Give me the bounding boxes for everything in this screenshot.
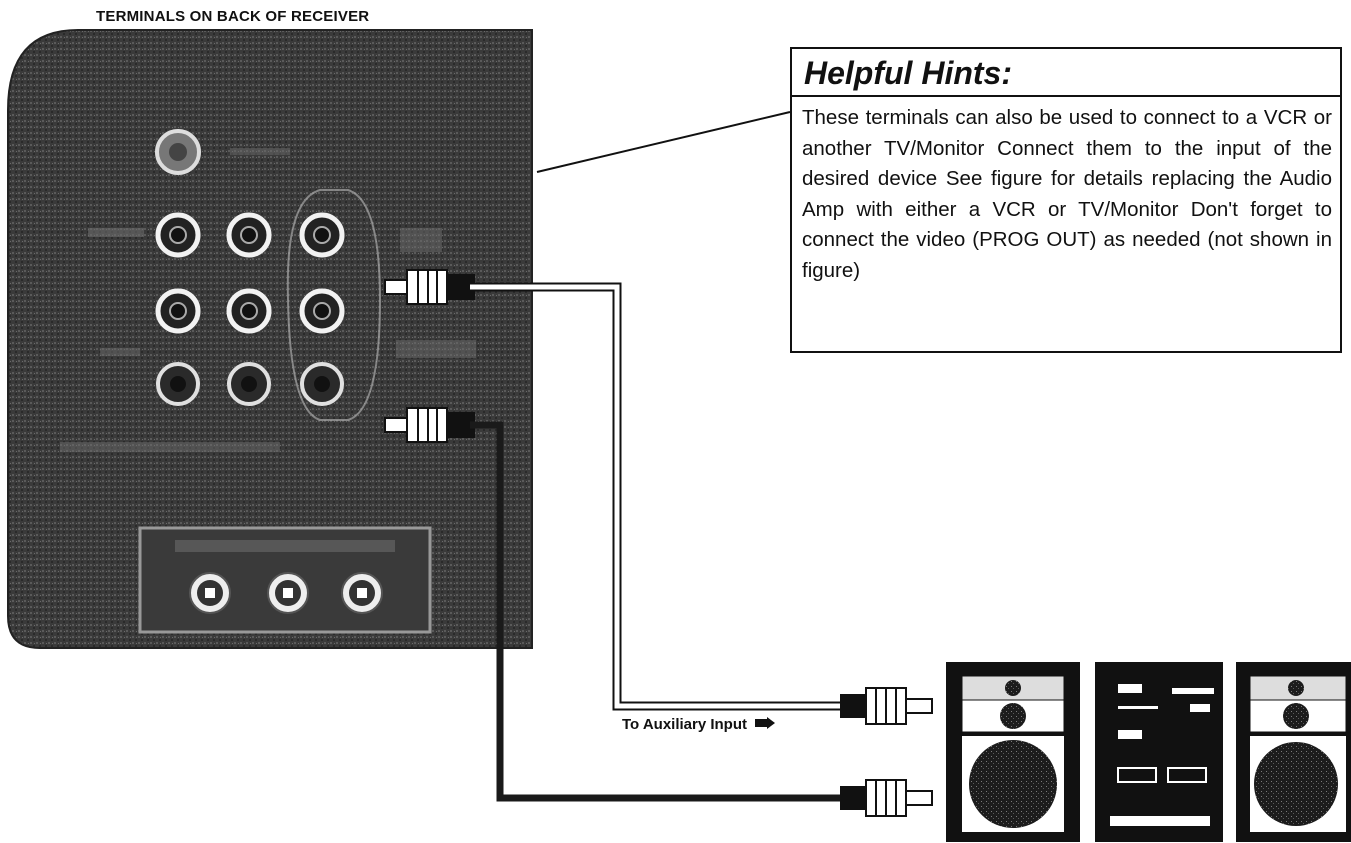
helpful-hints-box: Helpful Hints: These terminals can also … [790, 47, 1342, 353]
lower-rca-plug [384, 407, 475, 443]
rca-jack [155, 212, 201, 258]
speaker-right [1236, 662, 1351, 842]
amp-rca-plug-top [840, 687, 933, 725]
panel-title: TERMINALS ON BACK OF RECEIVER [96, 8, 370, 25]
rca-jack [227, 362, 271, 406]
antenna-jack [341, 572, 383, 614]
callout-line [536, 111, 791, 173]
helpful-hints-title: Helpful Hints: [792, 49, 1340, 97]
antenna-terminal-box [138, 526, 432, 634]
auxiliary-input-text: To Auxiliary Input [622, 716, 748, 733]
rca-jack [299, 212, 345, 258]
helpful-hints-body: These terminals can also be used to conn… [802, 106, 1332, 282]
receiver-back-panel [7, 29, 533, 649]
rca-jack [155, 288, 201, 334]
upper-rca-plug [384, 269, 475, 305]
rca-jack-grid [155, 212, 345, 406]
rca-jack [156, 362, 200, 406]
antenna-jack [189, 572, 231, 614]
auxiliary-input-label: To Auxiliary Input [622, 716, 776, 733]
audio-amplifier [1095, 662, 1223, 842]
rca-jack-audio-out-left [300, 362, 344, 406]
rca-jack [226, 212, 272, 258]
audio-cable-left [470, 421, 846, 802]
audio-cable-right [470, 284, 846, 709]
antenna-jack [267, 572, 309, 614]
speaker-left [946, 662, 1080, 842]
amp-rca-plug-bottom [840, 779, 933, 817]
rca-jack [226, 288, 272, 334]
s-video-jack [155, 129, 201, 175]
rca-jack-audio-out-right [299, 288, 345, 334]
arrow-right-icon [755, 717, 776, 729]
